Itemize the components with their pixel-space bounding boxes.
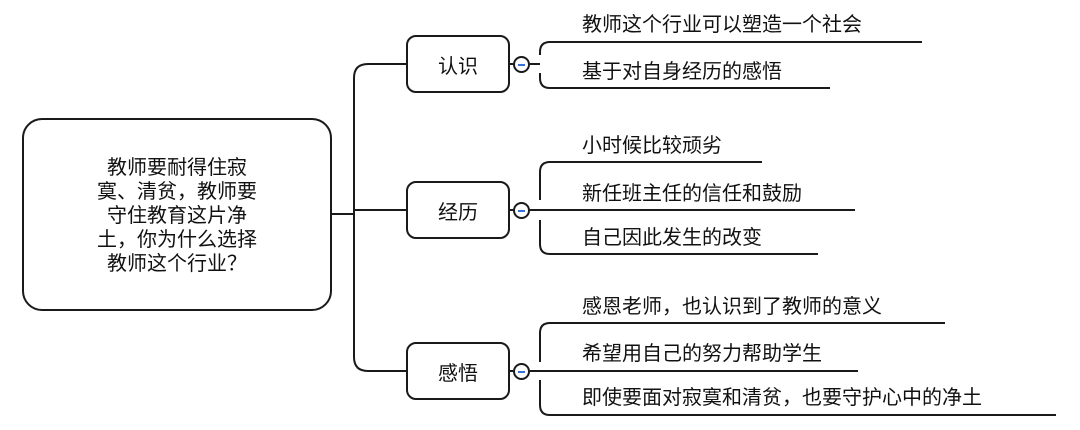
collapse-minus-icon[interactable] bbox=[513, 202, 530, 219]
leaf-topic[interactable]: 希望用自己的努力帮助学生 bbox=[582, 341, 822, 365]
topic-label: 经历 bbox=[438, 199, 478, 224]
leaf-topic[interactable]: 教师这个行业可以塑造一个社会 bbox=[582, 12, 862, 36]
collapse-minus-icon[interactable] bbox=[513, 56, 530, 73]
topic-ganwu[interactable]: 感悟 bbox=[406, 342, 510, 400]
collapse-minus-icon[interactable] bbox=[513, 363, 530, 380]
topic-label: 感悟 bbox=[438, 360, 478, 385]
topic-renshi[interactable]: 认识 bbox=[406, 35, 510, 93]
leaf-topic[interactable]: 基于对自身经历的感悟 bbox=[582, 59, 782, 83]
topic-label: 认识 bbox=[438, 53, 478, 78]
leaf-topic[interactable]: 新任班主任的信任和鼓励 bbox=[582, 181, 802, 205]
topic-jingli[interactable]: 经历 bbox=[406, 181, 510, 239]
leaf-topic[interactable]: 自己因此发生的改变 bbox=[582, 225, 762, 249]
leaf-topic[interactable]: 小时候比较顽劣 bbox=[582, 133, 722, 157]
leaf-topic[interactable]: 即使要面对寂寞和清贫，也要守护心中的净土 bbox=[582, 385, 982, 409]
root-topic[interactable]: 教师要耐得住寂寞、清贫，教师要守住教育这片净土，你为什么选择教师这个行业？ bbox=[22, 118, 332, 311]
connector-root-branches bbox=[353, 63, 406, 372]
leaf-topic[interactable]: 感恩老师，也认识到了教师的意义 bbox=[582, 294, 882, 318]
root-topic-text: 教师要耐得住寂寞、清贫，教师要守住教育这片净土，你为什么选择教师这个行业？ bbox=[97, 154, 257, 275]
